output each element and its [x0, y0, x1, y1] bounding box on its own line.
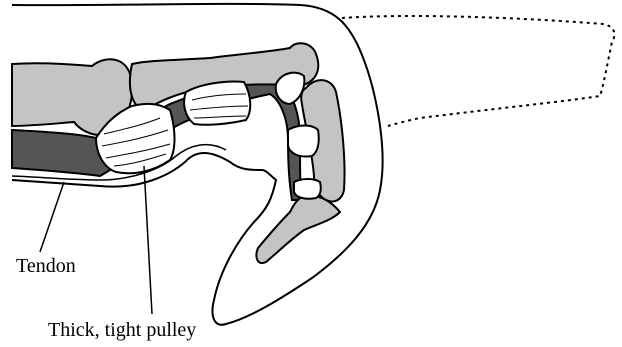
pulley-a5	[294, 179, 321, 199]
extended-finger-outline	[342, 16, 614, 126]
tendon-label: Tendon	[16, 256, 76, 276]
pulley-label: Thick, tight pulley	[48, 320, 196, 340]
pulley-leader-line	[144, 166, 152, 314]
pulley-a4	[288, 126, 319, 157]
tendon-leader-line	[40, 182, 64, 252]
pulley-a2	[184, 81, 250, 124]
